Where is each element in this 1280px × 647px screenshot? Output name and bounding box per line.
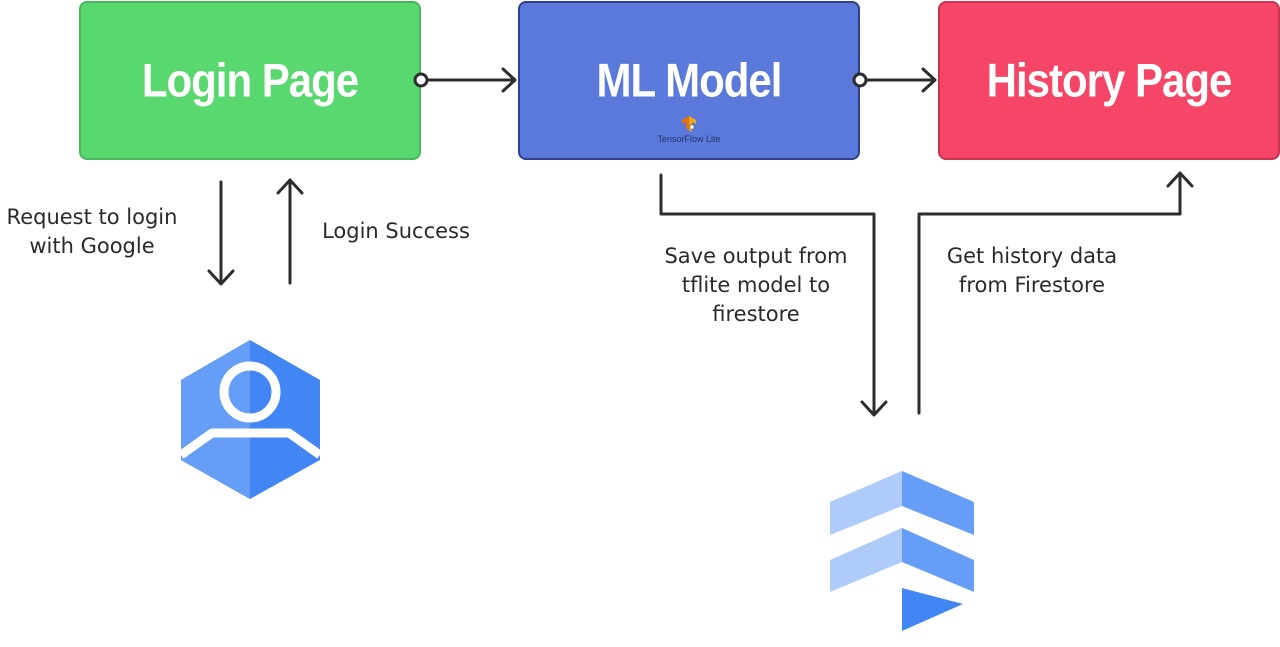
arrow-login-to-ml [413,67,517,93]
tensorflow-lite-icon [682,116,696,132]
firebase-authentication-icon [178,340,323,499]
request-login-label: Request to login with Google [0,203,184,261]
get-history-label: Get history data from Firestore [937,242,1127,300]
save-output-label: Save output from tflite model to firesto… [655,242,857,329]
history-page-title: History Page [986,53,1233,107]
get-history-label-line1: Get history data [946,244,1118,268]
get-history-label-line2: from Firestore [958,273,1106,297]
history-page-box: History Page [938,1,1280,160]
login-success-label: Login Success [322,219,470,243]
ml-model-box: ML Model TensorFlow Lite [518,1,860,160]
arrow-auth-to-login [276,178,304,285]
request-login-label-line2: with Google [29,234,155,258]
save-output-label-line1: Save output from [664,244,848,268]
ml-model-title: ML Model [596,53,783,107]
arrow-ml-to-firestore [659,173,888,417]
save-output-label-line3: firestore [712,302,800,326]
login-page-title: Login Page [141,53,359,107]
login-page-box: Login Page [79,1,421,160]
arrow-ml-to-history [852,67,937,93]
request-login-label-line1: Request to login [6,205,178,229]
save-output-label-line2: tflite model to [681,273,831,297]
tensorflow-lite-caption: TensorFlow Lite [657,134,721,144]
arrow-firestore-to-history [917,171,1194,415]
arrow-login-to-auth [207,180,235,286]
firestore-icon [830,471,974,631]
